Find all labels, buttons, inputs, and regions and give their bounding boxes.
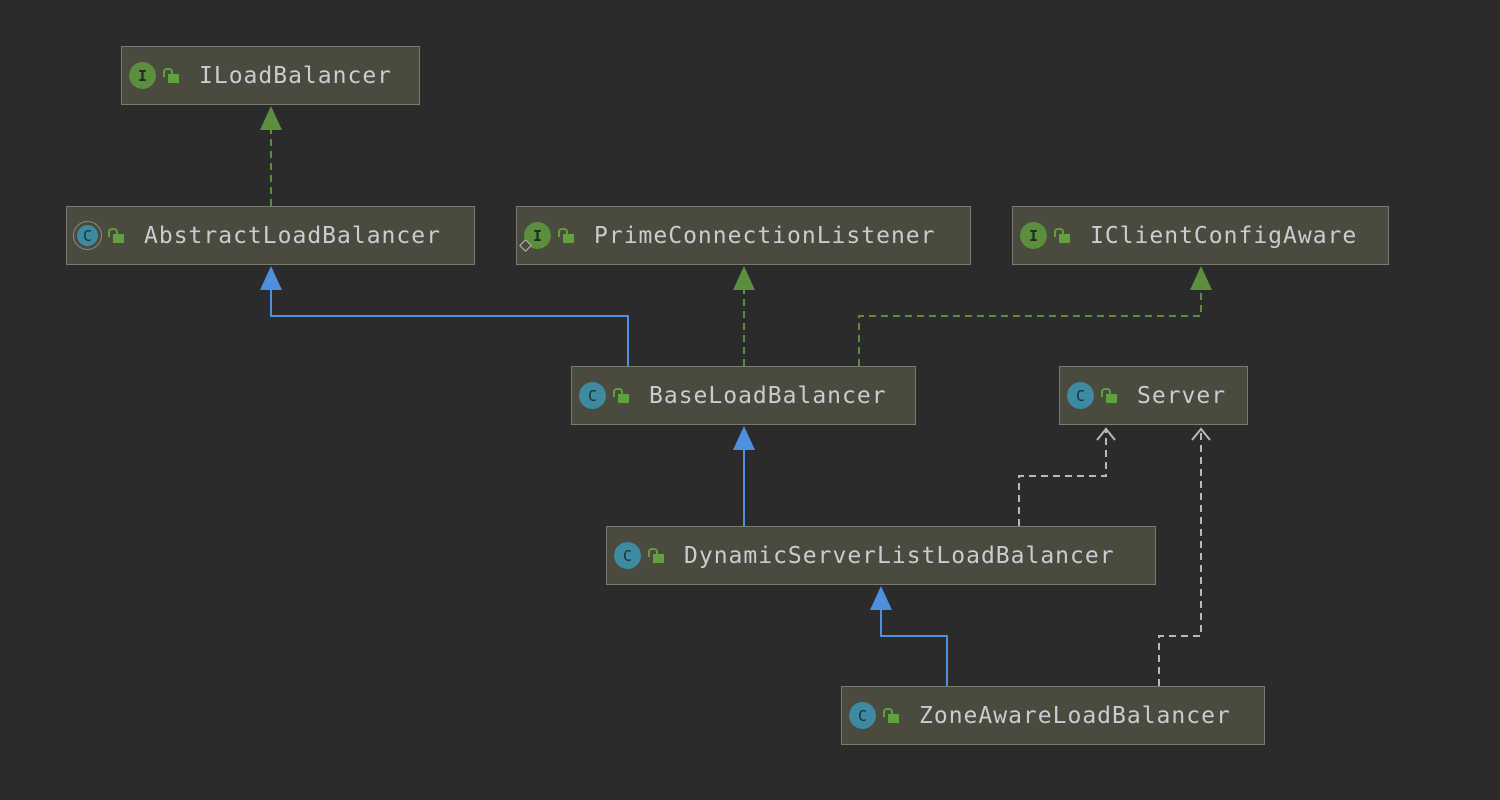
- arrowhead-uses: [1096, 427, 1116, 441]
- diamond-icon: [519, 239, 532, 252]
- node-baseloadbalancer[interactable]: C BaseLoadBalancer: [571, 366, 916, 425]
- public-lock-icon: [108, 227, 126, 245]
- edge-extends-baseloadbalancer-to-abstractloadbalancer: [270, 290, 629, 366]
- arrowhead-extends: [260, 266, 282, 290]
- class-icon: C: [579, 382, 606, 409]
- arrowhead-implements: [260, 106, 282, 130]
- interface-icon: I: [1020, 222, 1047, 249]
- arrowhead-extends: [870, 586, 892, 610]
- public-lock-icon: [1101, 387, 1119, 405]
- node-label: IClientConfigAware: [1090, 222, 1358, 249]
- public-lock-icon: [883, 707, 901, 725]
- node-dynamicserverlistloadbalancer[interactable]: C DynamicServerListLoadBalancer: [606, 526, 1156, 585]
- arrowhead-extends: [733, 426, 755, 450]
- node-label: Server: [1137, 382, 1227, 409]
- interface-icon: I: [129, 62, 156, 89]
- node-iclientconfigaware[interactable]: I IClientConfigAware: [1012, 206, 1389, 265]
- node-label: BaseLoadBalancer: [649, 382, 887, 409]
- node-label: ZoneAwareLoadBalancer: [919, 702, 1231, 729]
- edge-extends-zoneawareloadbalancer-to-dynamicserverlistloadbalancer: [880, 610, 948, 686]
- class-icon: C: [614, 542, 641, 569]
- interface-icon: I: [519, 222, 551, 252]
- node-label: AbstractLoadBalancer: [144, 222, 441, 249]
- public-lock-icon: [163, 67, 181, 85]
- public-lock-icon: [1054, 227, 1072, 245]
- edge-uses-zoneawareloadbalancer-to-server: [1158, 428, 1202, 686]
- class-icon: C: [849, 702, 876, 729]
- node-zoneawareloadbalancer[interactable]: C ZoneAwareLoadBalancer: [841, 686, 1265, 745]
- node-abstractloadbalancer[interactable]: C AbstractLoadBalancer: [66, 206, 475, 265]
- kind-letter: I: [532, 226, 543, 245]
- node-primeconnectionlistener[interactable]: I PrimeConnectionListener: [516, 206, 971, 265]
- node-label: PrimeConnectionListener: [594, 222, 936, 249]
- node-iloadbalancer[interactable]: I ILoadBalancer: [121, 46, 420, 105]
- edge-implements-baseloadbalancer-to-iclientconfigaware: [858, 290, 1202, 366]
- arrowhead-uses: [1191, 427, 1211, 441]
- public-lock-icon: [613, 387, 631, 405]
- node-label: DynamicServerListLoadBalancer: [684, 542, 1115, 569]
- public-lock-icon: [558, 227, 576, 245]
- arrowhead-implements: [733, 266, 755, 290]
- class-icon: C: [1067, 382, 1094, 409]
- node-server[interactable]: C Server: [1059, 366, 1248, 425]
- abstract-class-icon: C: [74, 222, 101, 249]
- arrowhead-implements: [1190, 266, 1212, 290]
- node-label: ILoadBalancer: [199, 62, 393, 89]
- public-lock-icon: [648, 547, 666, 565]
- edge-uses-dynamicserverlistloadbalancer-to-server: [1018, 428, 1107, 526]
